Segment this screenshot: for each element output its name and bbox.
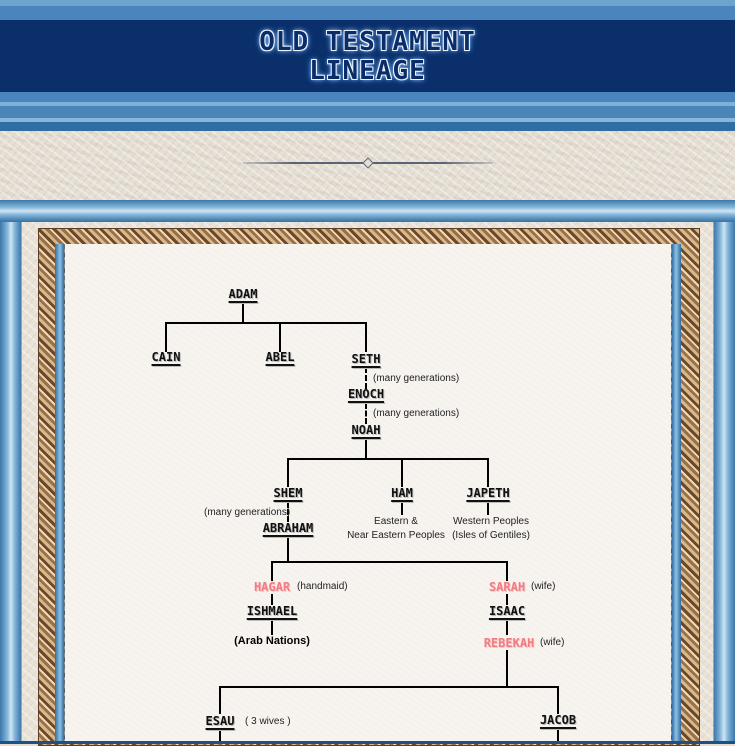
connector [279,322,281,352]
lineage-chart-panel [65,244,671,744]
connector [365,439,367,459]
esau-note: ( 3 wives ) [245,716,291,727]
connector [365,322,367,352]
connector [287,537,289,562]
generations-note: (many generations) [373,408,460,419]
node-cain: CAIN [151,350,181,364]
connector [506,620,508,635]
node-rebekah: REBEKAH [483,636,535,650]
japeth-note-line-1: Western Peoples [453,516,529,527]
node-abel: ABEL [265,350,295,364]
connector [219,686,221,714]
connector [401,502,403,515]
sarah-note: (wife) [531,581,556,592]
connector [506,650,508,687]
dashed-connector [365,367,367,389]
connector [557,729,559,741]
connector [271,561,273,581]
node-japeth: JAPETH [466,486,510,500]
hagar-note: (handmaid) [297,581,348,592]
node-ishmael: ISHMAEL [246,604,298,618]
connector [219,729,221,741]
header-stripe [0,106,735,118]
connector [219,686,559,688]
node-esau: ESAU [205,714,235,728]
connector [287,458,489,460]
connector [242,303,244,323]
node-sarah: SARAH [488,580,526,594]
connector [506,561,508,581]
arab-nations-label: (Arab Nations) [234,635,310,647]
header-stripe [0,92,735,102]
header-stripe [0,0,735,6]
dashed-connector [365,403,367,424]
generations-note: (many generations) [373,373,460,384]
node-hagar: HAGAR [253,580,291,594]
node-abraham: ABRAHAM [262,521,314,535]
connector [287,458,289,487]
outer-blue-frame-top [0,200,735,222]
connector [165,322,167,352]
header-banner: OLD TESTAMENT LINEAGE [0,0,735,131]
header-stripe [0,118,735,122]
node-enoch: ENOCH [347,387,385,401]
rebekah-note: (wife) [540,637,565,648]
bottom-edge [0,741,735,744]
page-title-line-1: OLD TESTAMENT [259,27,476,57]
connector [271,561,508,563]
header-navy-band [0,20,735,92]
node-ham: HAM [391,486,413,500]
page-title-line-2: LINEAGE [309,56,426,86]
generations-note: (many generations) [204,507,291,518]
ham-note-line-2: Near Eastern Peoples [347,530,445,541]
ham-descendants-note: Eastern & Near Eastern Peoples [347,515,445,543]
node-adam: ADAM [228,287,258,301]
connector [271,620,273,635]
node-noah: NOAH [351,423,381,437]
connector [487,502,489,515]
dashed-connector [287,502,289,522]
header-stripe [0,102,735,106]
connector [271,594,273,605]
ham-note-line-1: Eastern & [374,516,418,527]
connector [557,686,559,714]
node-jacob: JACOB [539,713,577,727]
header-stripe [0,6,735,20]
connector [165,322,367,324]
connector [401,458,403,487]
japeth-note-line-2: (Isles of Gentiles) [452,530,530,541]
node-isaac: ISAAC [488,604,526,618]
japeth-descendants-note: Western Peoples (Isles of Gentiles) [452,515,530,543]
connector [487,458,489,487]
connector [506,594,508,605]
node-seth: SETH [351,352,381,366]
node-shem: SHEM [273,486,303,500]
header-stripe [0,122,735,131]
